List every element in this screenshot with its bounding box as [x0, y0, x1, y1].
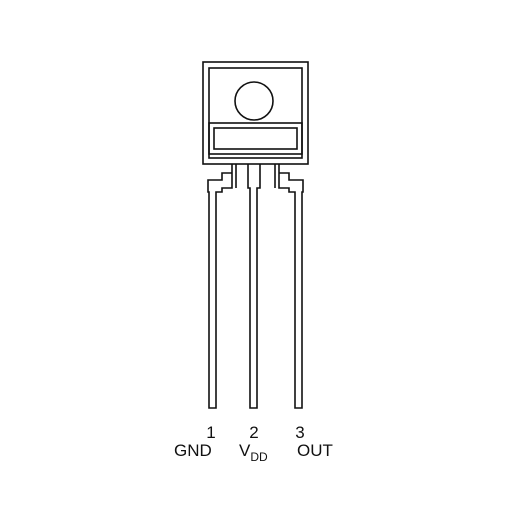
- pin-1-number: 1: [206, 423, 216, 442]
- pin-2-lead: [247, 164, 261, 409]
- pin-2-number: 2: [249, 423, 259, 442]
- pin-3-lead: [278, 164, 304, 409]
- package-body-outer: [202, 61, 309, 165]
- pin-1-lead: [207, 164, 233, 409]
- pin-2-name: VDD: [239, 441, 268, 463]
- package-band-inner: [213, 127, 298, 150]
- package-band-outer: [208, 122, 303, 155]
- package-body-inner: [208, 67, 303, 159]
- pin-3-name: OUT: [297, 441, 333, 460]
- pin-1-name: GND: [174, 441, 212, 460]
- pin-2-name-sub: DD: [250, 450, 268, 464]
- sensor-window: [234, 81, 274, 121]
- pin-3-number: 3: [295, 423, 305, 442]
- pin-2-name-main: V: [239, 441, 251, 460]
